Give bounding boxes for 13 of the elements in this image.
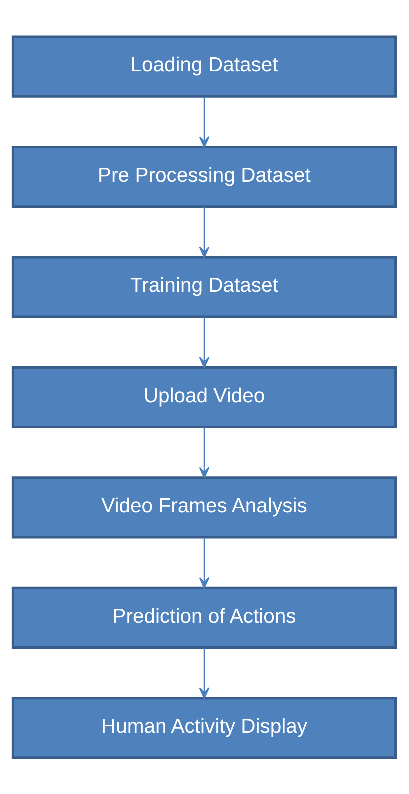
node-box: Loading Dataset	[12, 35, 398, 98]
node-box: Pre Processing Dataset	[12, 146, 398, 208]
node-box: Training Dataset	[12, 256, 398, 318]
node-box: Human Activity Display	[12, 696, 398, 759]
arrow	[199, 537, 210, 588]
arrow	[199, 427, 210, 478]
arrow	[199, 206, 210, 258]
arrow	[199, 96, 210, 148]
arrow	[199, 648, 210, 698]
node-box: Video Frames Analysis	[12, 476, 398, 538]
node-box: Upload Video	[12, 366, 398, 428]
arrow	[199, 316, 210, 368]
node-box: Prediction of Actions	[12, 586, 398, 648]
